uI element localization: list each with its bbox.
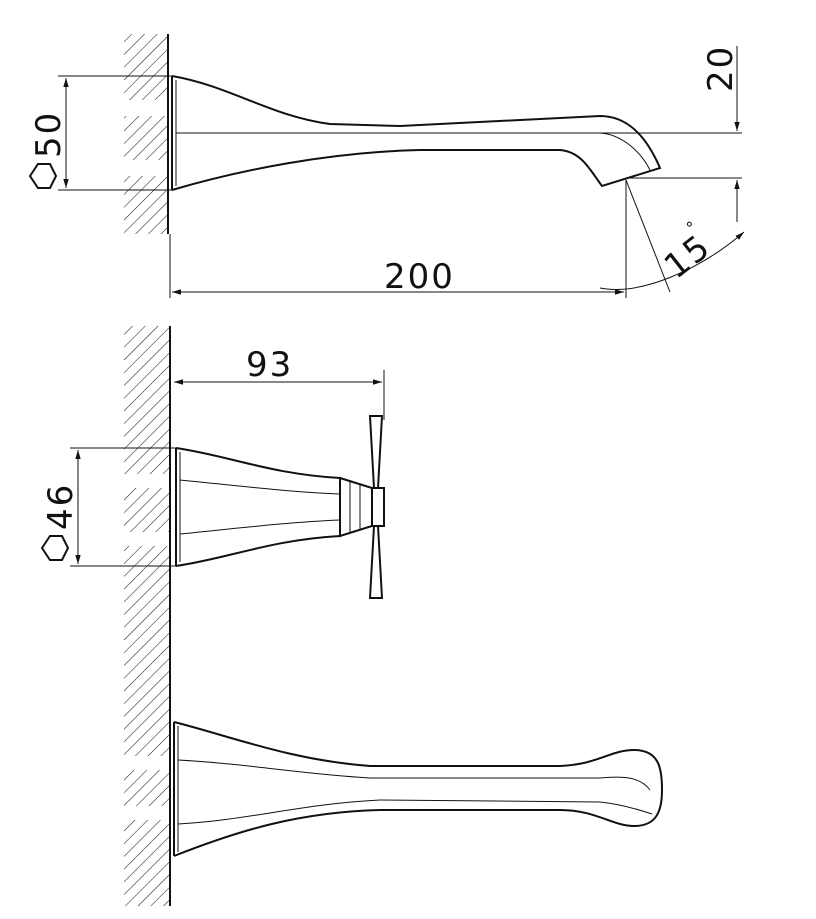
spout-body [171,75,662,191]
handle-body [175,415,385,599]
hexagon-icon [28,163,58,189]
spout-drop-value: 20 [701,45,741,92]
handle-hex-value: 46 [41,483,81,530]
dimension-handle-hex: 46 [40,447,176,567]
handle-side-view: 93 46 [40,326,385,906]
handle-depth-value: 93 [246,345,293,385]
dimension-handle-depth: 93 [174,345,385,420]
spout-top-view [173,721,664,857]
dimension-spout-drop: 20 [600,45,742,222]
spout-length-value: 200 [384,257,455,297]
wall-hatch-middle [124,326,171,906]
spout-side-view: 50 20 200 15 ° [28,34,745,298]
hexagon-icon [40,535,70,561]
spout-angle-value: 15 [657,226,719,287]
dimension-spout-angle: 15 ° [599,179,745,293]
dimension-spout-hex: 50 [28,75,172,191]
dimension-spout-length: 200 [169,180,627,298]
wall-hatch-top [124,34,169,234]
spout-hex-value: 50 [29,111,69,158]
